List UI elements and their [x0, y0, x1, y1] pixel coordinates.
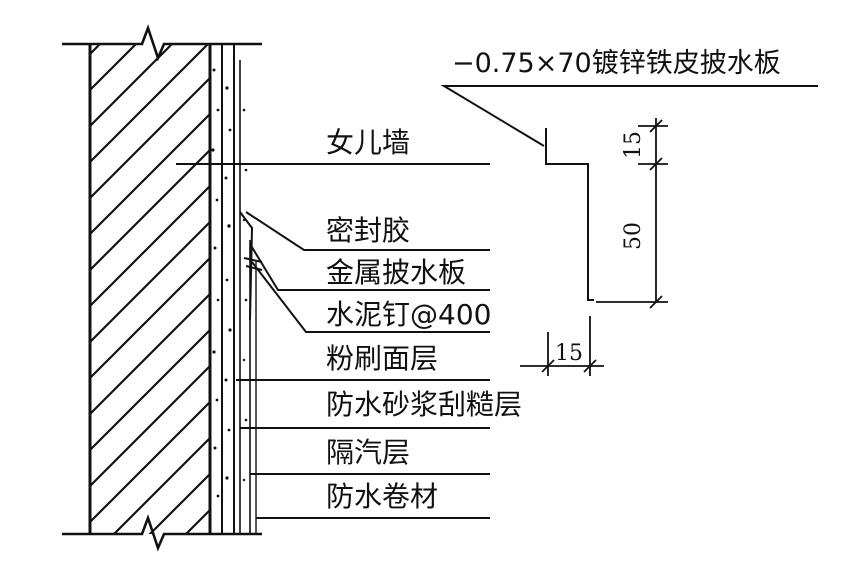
- label-waterproof-membrane: 防水卷材: [326, 480, 438, 513]
- parapet-wall: [88, 44, 212, 534]
- dim-bottom-label: 15: [555, 341, 583, 366]
- label-cement-nail: 水泥钉@400: [326, 298, 491, 331]
- dim-top-label: 15: [621, 131, 646, 159]
- label-plaster-finish: 粉刷面层: [326, 342, 438, 375]
- label-waterproof-mortar: 防水砂浆刮糙层: [326, 388, 522, 421]
- label-metal-flashing: 金属披水板: [326, 256, 466, 289]
- label-vapor-barrier: 隔汽层: [326, 436, 410, 469]
- label-sealant: 密封胶: [326, 214, 410, 247]
- mortar-speckles: [211, 68, 248, 498]
- metal-flashing-wall: [239, 211, 263, 321]
- flashing-spec-label: −0.75×70镀锌铁皮披水板: [452, 48, 781, 79]
- label-parapet: 女儿墙: [326, 126, 410, 159]
- flashing-detail: −0.75×70镀锌铁皮披水板 15 50 15: [440, 48, 818, 376]
- leader-lines: [176, 163, 490, 519]
- top-break-line: [62, 24, 262, 62]
- plaster-layers: [221, 44, 257, 534]
- dim-height-label: 50: [621, 222, 646, 250]
- vertical-dimension: [596, 118, 668, 309]
- bottom-break-line: [62, 514, 262, 552]
- layer-labels: 女儿墙 密封胶 金属披水板 水泥钉@400 粉刷面层 防水砂浆刮糙层 隔汽层 防…: [326, 126, 522, 513]
- horizontal-dimension: [520, 316, 604, 376]
